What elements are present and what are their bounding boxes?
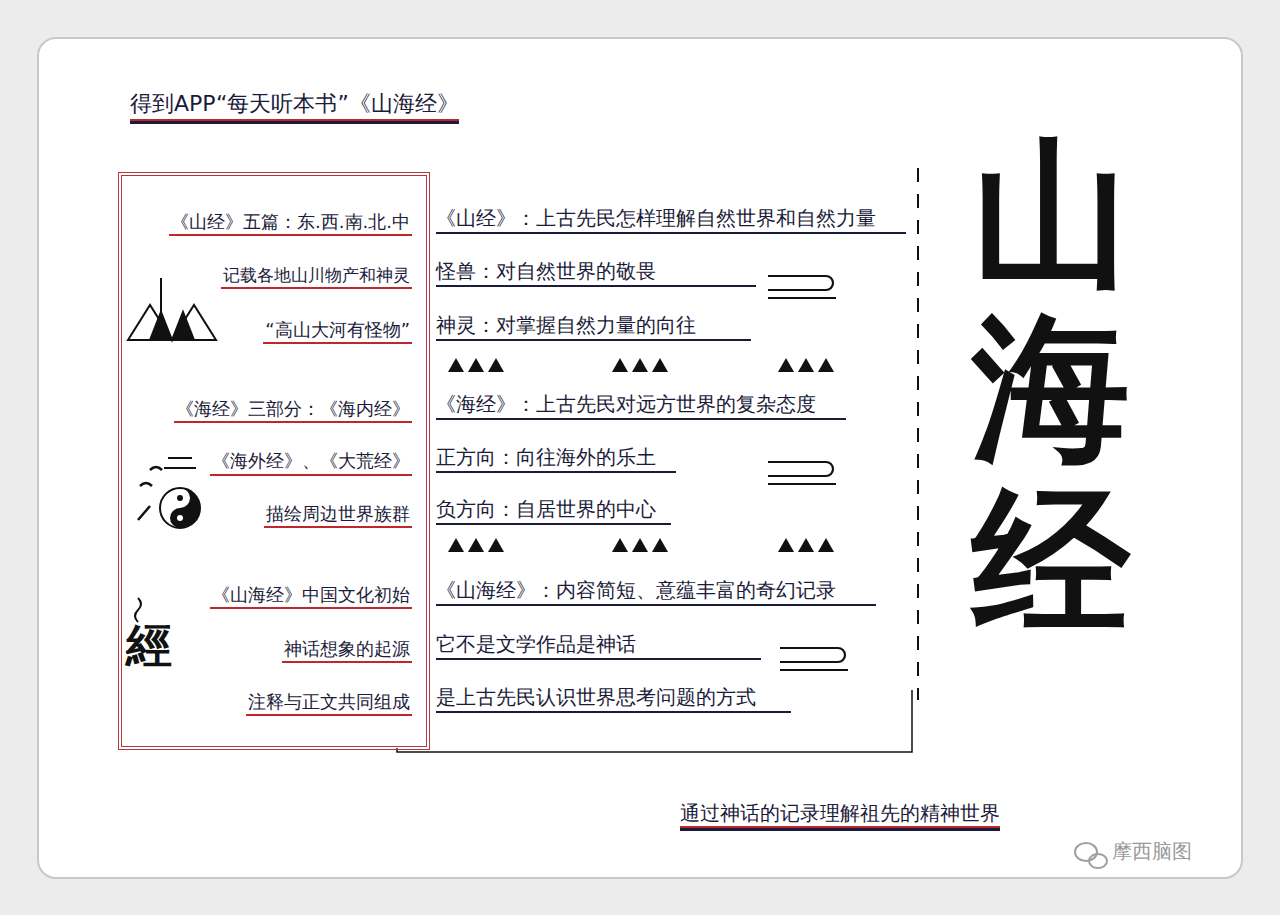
panel-text: 《山经》五篇：东.西.南.北.中 — [169, 210, 412, 236]
watermark: 摩西脑图 — [1112, 838, 1192, 864]
summary-text: 它不是文学作品是神话 — [436, 631, 761, 660]
panel-text: 记载各地山川物产和神灵 — [221, 264, 412, 289]
glyph-icon: 經 — [126, 620, 172, 671]
mountain-icon — [128, 278, 216, 340]
divider-line — [917, 168, 919, 700]
caption-text: 通过神话的记录理解祖先的精神世界 — [680, 800, 1000, 828]
summary-text: 《山经》：上古先民怎样理解自然世界和自然力量 — [436, 205, 906, 234]
panel-text: 注释与正文共同组成 — [246, 690, 412, 716]
panel-text: 《海经》三部分：《海内经》 — [174, 397, 412, 423]
wechat-icon — [1075, 843, 1107, 868]
summary-text: 是上古先民认识世界思考问题的方式 — [436, 684, 791, 713]
summary-text: 怪兽：对自然世界的敬畏 — [436, 258, 756, 287]
panel-text: 《山海经》中国文化初始 — [210, 583, 412, 609]
panel-text: “高山大河有怪物” — [263, 318, 412, 344]
summary-text: 《海经》：上古先民对远方世界的复杂态度 — [436, 391, 846, 420]
vertical-title: 山海经 — [972, 128, 1130, 649]
card-background — [38, 38, 1242, 878]
panel-text: 《海外经》、《大荒经》 — [210, 450, 412, 476]
summary-text: 负方向：自居世界的中心 — [436, 496, 671, 525]
summary-text: 正方向：向往海外的乐土 — [436, 444, 676, 473]
panel-text: 神话想象的起源 — [282, 637, 412, 663]
summary-text: 神灵：对掌握自然力量的向往 — [436, 312, 751, 341]
panel-text: 描绘周边世界族群 — [264, 502, 412, 528]
arrow-symbol — [768, 276, 848, 670]
smoke-mark — [135, 598, 141, 622]
summary-text: 《山海经》：内容简短、意蕴丰富的奇幻记录 — [436, 577, 876, 606]
sea-icon — [138, 458, 200, 528]
diagram-title: 得到APP“每天听本书”《山海经》 — [130, 90, 459, 121]
